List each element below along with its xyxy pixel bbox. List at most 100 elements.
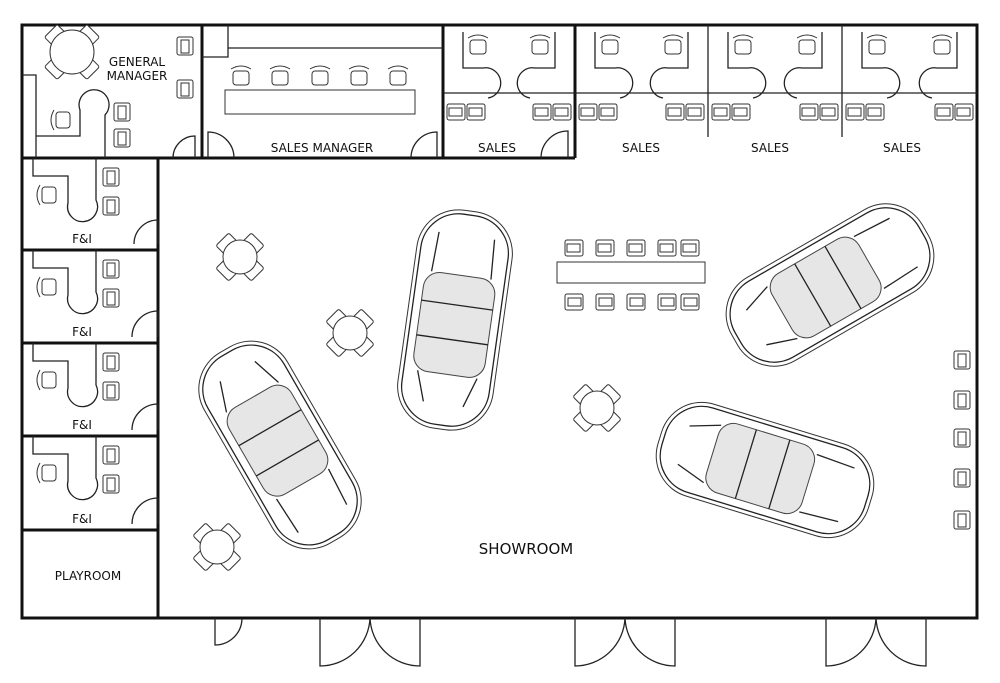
- armchair-seat: [628, 243, 643, 253]
- armchair: [176, 36, 194, 56]
- guest-chair: [954, 103, 974, 121]
- chair-back: [36, 369, 41, 391]
- cubicle-desk: [516, 32, 556, 99]
- round-table: [222, 239, 258, 275]
- office-chair: [599, 34, 621, 55]
- door-6: [131, 310, 159, 338]
- office-chair: [36, 276, 57, 298]
- chair-back: [36, 184, 41, 206]
- chair-seat: [601, 39, 619, 55]
- chair-back: [599, 34, 621, 39]
- armchair-seat: [957, 431, 967, 446]
- conference-chair: [626, 293, 646, 311]
- chair-back: [796, 34, 818, 39]
- cars: [198, 203, 935, 550]
- label-fi-3: F&I: [72, 418, 92, 432]
- armchair-seat: [117, 131, 127, 146]
- armchair-seat: [956, 107, 971, 117]
- fi-desk: [32, 250, 99, 315]
- guest-chair: [665, 103, 685, 121]
- door-12: [825, 617, 927, 667]
- guest-chair: [466, 103, 486, 121]
- armchair-seat: [733, 107, 748, 117]
- chair-seat: [232, 70, 250, 86]
- door-10: [319, 617, 421, 667]
- office-chair: [529, 34, 551, 55]
- gm-meeting-table: [44, 24, 100, 80]
- cubicle-desk: [649, 32, 689, 99]
- armchair: [102, 445, 120, 465]
- office-chair: [732, 34, 754, 55]
- chair-back: [309, 65, 331, 70]
- round-table: [199, 529, 235, 565]
- office-chair: [36, 184, 57, 206]
- armchair: [102, 259, 120, 279]
- armchair-seat: [554, 107, 569, 117]
- car-outline: [729, 207, 931, 363]
- guest-chair: [598, 103, 618, 121]
- cubicle-dividers: [707, 25, 843, 137]
- office-chair: [931, 34, 953, 55]
- office-chair: [796, 34, 818, 55]
- car-details: [745, 217, 918, 346]
- chair-back: [662, 34, 684, 39]
- showroom-table-3: [573, 384, 621, 432]
- armchair-seat: [936, 107, 951, 117]
- chair-back: [230, 65, 252, 70]
- car-cabin: [413, 271, 496, 378]
- round-table: [49, 29, 95, 75]
- armchair: [102, 352, 120, 372]
- chair-seat: [664, 39, 682, 55]
- guest-chair: [552, 103, 572, 121]
- guest-chair: [446, 103, 466, 121]
- conference-chair: [564, 293, 584, 311]
- armchair: [102, 167, 120, 187]
- conference-chair: [595, 239, 615, 257]
- outer-wall: [20, 23, 979, 620]
- office-chair: [866, 34, 888, 55]
- armchair: [113, 128, 131, 148]
- armchair-seat: [106, 384, 116, 399]
- showroom-table-1: [216, 233, 264, 281]
- door-1: [172, 135, 196, 159]
- conference-chair: [680, 293, 700, 311]
- round-table: [579, 390, 615, 426]
- car-3: [725, 203, 935, 367]
- chair-seat: [389, 70, 407, 86]
- label-sales-2: SALES: [622, 141, 660, 155]
- armchair-seat: [660, 297, 675, 307]
- cubicle-desk: [594, 32, 634, 99]
- label-sales-3: SALES: [751, 141, 789, 155]
- chair-seat: [41, 371, 57, 389]
- cubicle-desk: [861, 32, 901, 99]
- door-4: [540, 130, 569, 159]
- armchair-seat: [534, 107, 549, 117]
- office-chair: [467, 34, 489, 55]
- door-7: [131, 403, 159, 431]
- doors: [131, 130, 927, 667]
- office-chair: [50, 109, 71, 131]
- round-table: [332, 315, 368, 351]
- armchair-seat: [106, 262, 116, 277]
- wall-chair: [953, 390, 971, 410]
- armchair-seat: [957, 353, 967, 368]
- room-labels: GENERAL MANAGER SALES MANAGER SALES SALE…: [55, 55, 921, 583]
- guest-chair: [819, 103, 839, 121]
- label-general-manager-1: GENERAL: [109, 55, 166, 69]
- guest-chair: [731, 103, 751, 121]
- guest-chair: [711, 103, 731, 121]
- armchair: [102, 196, 120, 216]
- cubicle-desk: [918, 32, 958, 99]
- armchair-seat: [801, 107, 816, 117]
- wall-chair: [953, 428, 971, 448]
- office-chair: [387, 65, 409, 86]
- label-fi-1: F&I: [72, 232, 92, 246]
- armchair-seat: [957, 393, 967, 408]
- conference-chair: [595, 293, 615, 311]
- label-fi-4: F&I: [72, 512, 92, 526]
- armchair-seat: [106, 477, 116, 492]
- door-8: [131, 497, 159, 525]
- armchair: [102, 474, 120, 494]
- fi-desk: [32, 436, 99, 501]
- chair-seat: [734, 39, 752, 55]
